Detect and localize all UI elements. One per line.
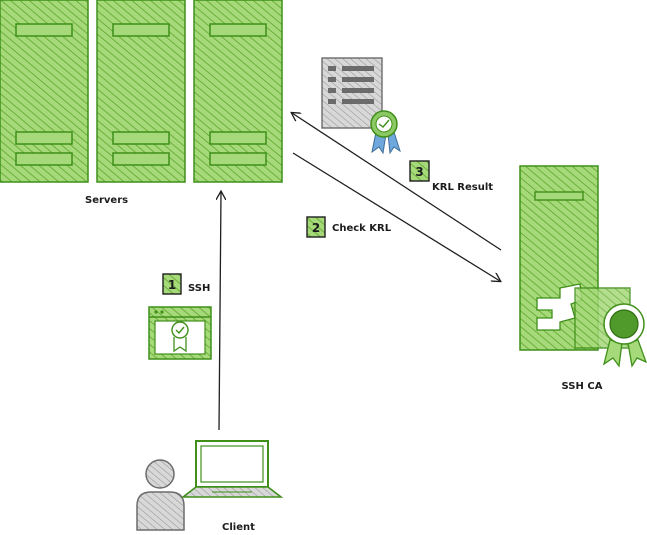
ssh-ca-label: SSH CA xyxy=(562,381,603,392)
step-label: Check KRL xyxy=(332,223,392,234)
step-number: 1 xyxy=(168,278,176,292)
step-3: 3 KRL Result xyxy=(409,160,493,193)
step-label: KRL Result xyxy=(432,182,493,193)
laptop-icon xyxy=(180,440,284,498)
step-number: 2 xyxy=(312,221,320,235)
step-label: SSH xyxy=(188,283,210,294)
servers-label: Servers xyxy=(85,195,128,206)
step-2: 2 Check KRL xyxy=(306,216,392,238)
ribbon-badge-icon xyxy=(370,110,401,155)
ssh-ca-server-icon: SSH CA xyxy=(519,165,647,392)
server-icon xyxy=(193,0,283,183)
certificate-icon xyxy=(148,306,212,360)
step-number: 3 xyxy=(415,165,423,179)
arrows xyxy=(219,113,502,431)
servers-group: Servers xyxy=(0,0,283,206)
step-1: 1 SSH xyxy=(162,273,210,295)
user-icon xyxy=(136,459,185,531)
krl-result-arrow xyxy=(292,113,502,251)
krl-document-icon xyxy=(321,57,383,129)
client-label: Client xyxy=(222,522,255,533)
ssh-arrow xyxy=(219,192,221,431)
server-icon xyxy=(0,0,89,183)
check-krl-arrow xyxy=(292,152,500,281)
server-icon xyxy=(96,0,186,183)
